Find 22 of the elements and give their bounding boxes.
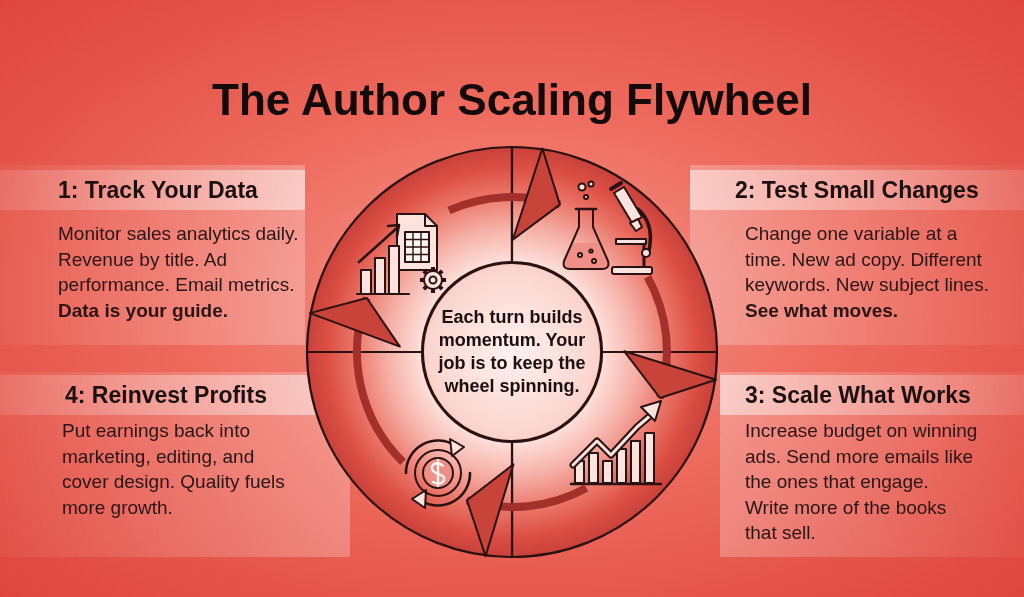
step-title: 1: Track Your Data	[58, 176, 258, 205]
title: The Author Scaling Flywheel	[212, 78, 812, 122]
hub-text: Each turn builds momentum. Your job is to keep the wheel spinning.	[437, 306, 587, 398]
step-description: Increase budget on winning ads. Send more emails like the ones that engage. Write more of the books that sell.	[745, 419, 978, 545]
step-description: Put earnings back into marketing, editing, and cover design. Quality fuels more growth.	[62, 419, 286, 520]
step-panel	[0, 372, 350, 557]
curved-arrow	[620, 275, 716, 399]
step-description: Monitor sales analytics daily. Revenue by title. Ad performance. Email metrics. Data is your guide.	[58, 222, 300, 323]
step-panel	[690, 165, 1024, 345]
coin-cycle-icon	[404, 438, 472, 509]
step-title: 2: Test Small Changes	[735, 176, 979, 205]
rising-bar-chart-icon	[569, 400, 663, 486]
chart-document-gear-icon	[356, 213, 448, 295]
step-panel	[0, 165, 305, 345]
step-description: Change one variable at a time. New ad copy. Different keywords. New subject lines. See what moves.	[745, 222, 990, 323]
step-title: 3: Scale What Works	[745, 381, 971, 410]
curved-arrow	[447, 148, 561, 244]
curved-arrow	[309, 296, 406, 465]
curved-arrow	[465, 460, 589, 556]
flask-microscope-icon	[562, 180, 653, 275]
step-panel	[720, 372, 1024, 557]
step-title: 4: Reinvest Profits	[65, 381, 267, 410]
